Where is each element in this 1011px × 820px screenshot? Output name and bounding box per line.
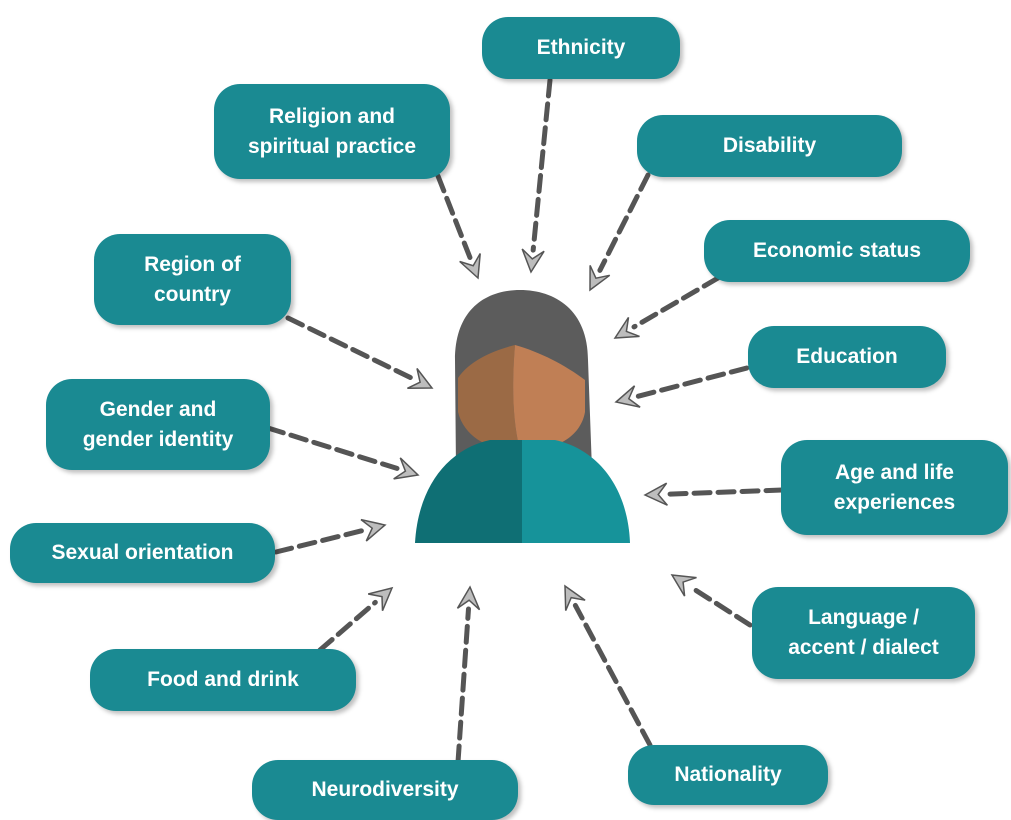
age-text-line2: experiences: [833, 490, 956, 514]
arrow-head-religion: [459, 253, 481, 280]
arrow-head-economic: [613, 316, 640, 339]
arrow-line-education: [634, 359, 773, 399]
religion-label: Religion and spiritual practice: [214, 84, 450, 179]
gender-text-line1: Gender and: [99, 397, 217, 421]
arrow-line-age: [664, 487, 785, 497]
arrow-head-sexual: [360, 518, 387, 542]
arrow-line-nationality: [572, 602, 653, 748]
neurodiversity-text: Neurodiversity: [311, 778, 459, 801]
face-right: [513, 345, 585, 451]
arrow-line-religion: [435, 173, 473, 261]
nationality-text: Nationality: [674, 763, 782, 786]
arrow-head-ethnicity: [521, 248, 545, 274]
arrow-line-gender: [265, 425, 400, 471]
economic-status-label: Economic status: [704, 220, 970, 282]
body-left: [415, 440, 522, 543]
arrow-head-neuro: [456, 585, 481, 611]
language-label: Language / accent / dialect: [752, 587, 975, 679]
religion-text-line1: Religion and: [269, 104, 395, 128]
neurodiversity-label: Neurodiversity: [252, 760, 518, 820]
arrow-line-food: [317, 599, 378, 653]
region-label: Region of country: [94, 234, 291, 325]
arrow-line-disability: [597, 172, 651, 273]
arrow-head-region: [407, 368, 434, 390]
arrow-head-food: [368, 586, 394, 611]
arrow-line-neuro: [455, 606, 471, 765]
body-right: [522, 440, 630, 543]
education-label: Education: [748, 326, 946, 388]
arrow-head-gender: [393, 457, 420, 480]
gender-text-line2: gender identity: [82, 427, 234, 451]
ethnicity-label: Ethnicity: [482, 17, 680, 79]
gender-label: Gender and gender identity: [46, 379, 270, 470]
sexual-orientation-label: Sexual orientation: [10, 523, 275, 583]
nationality-label: Nationality: [628, 745, 828, 805]
religion-text-line2: spiritual practice: [247, 134, 417, 158]
arrow-line-sexual: [273, 527, 367, 555]
region-text-line2: country: [153, 282, 231, 306]
food-text: Food and drink: [147, 668, 299, 691]
education-text: Education: [796, 345, 898, 368]
arrow-head-language: [670, 574, 697, 597]
arrow-line-ethnicity: [530, 77, 553, 253]
arrow-line-language: [688, 584, 753, 628]
ethnicity-text: Ethnicity: [536, 36, 626, 59]
food-label: Food and drink: [90, 649, 356, 711]
region-text-line1: Region of: [144, 252, 241, 276]
arrow-head-nationality: [564, 584, 586, 611]
economic-status-text: Economic status: [752, 239, 922, 262]
age-label: Age and life experiences: [781, 440, 1008, 535]
language-text-line1: Language /: [808, 606, 919, 629]
arrow-line-economic: [631, 275, 721, 330]
arrow-line-region: [285, 315, 415, 381]
arrow-head-education: [614, 385, 641, 408]
face-left: [458, 345, 520, 451]
disability-label: Disability: [637, 115, 902, 177]
language-text-line2: accent / dialect: [788, 636, 939, 659]
sexual-orientation-text: Sexual orientation: [51, 541, 234, 564]
arrow-head-age: [643, 482, 668, 506]
age-text-line1: Age and life: [834, 460, 954, 484]
arrow-head-disability: [589, 265, 611, 292]
person-icon: [415, 290, 630, 543]
disability-text: Disability: [722, 134, 817, 157]
